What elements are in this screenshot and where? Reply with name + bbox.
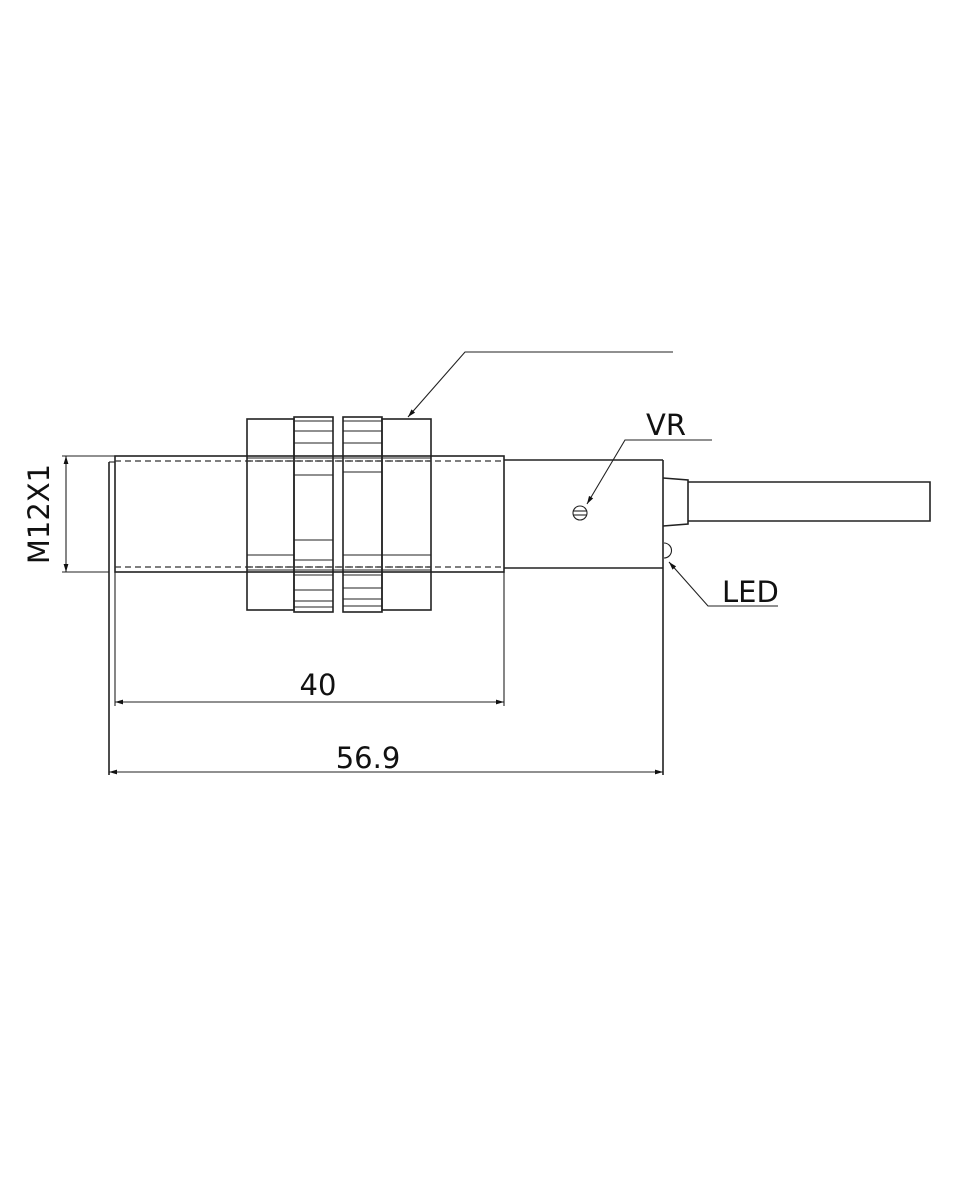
vr-label: VR — [646, 408, 686, 442]
vr-leader-line — [586, 439, 712, 505]
led-leader-line — [668, 561, 778, 607]
sensor-threaded-body — [108, 455, 505, 775]
sensor-rear-housing — [504, 459, 664, 775]
thread-label: M12X1 — [22, 464, 56, 564]
thread-dimension — [62, 455, 115, 573]
dimension-40-label: 40 — [300, 668, 337, 702]
cable — [662, 477, 931, 527]
vr-adjust-screw-icon — [572, 505, 588, 521]
length-40-dimension — [114, 572, 505, 706]
dimension-56-9-label: 56.9 — [336, 741, 401, 775]
led-label: LED — [722, 575, 779, 609]
led-indicator-icon — [663, 542, 672, 559]
lock-nut-right — [342, 416, 432, 613]
nut-leader-line — [407, 351, 673, 418]
lock-nut-left — [246, 416, 334, 613]
